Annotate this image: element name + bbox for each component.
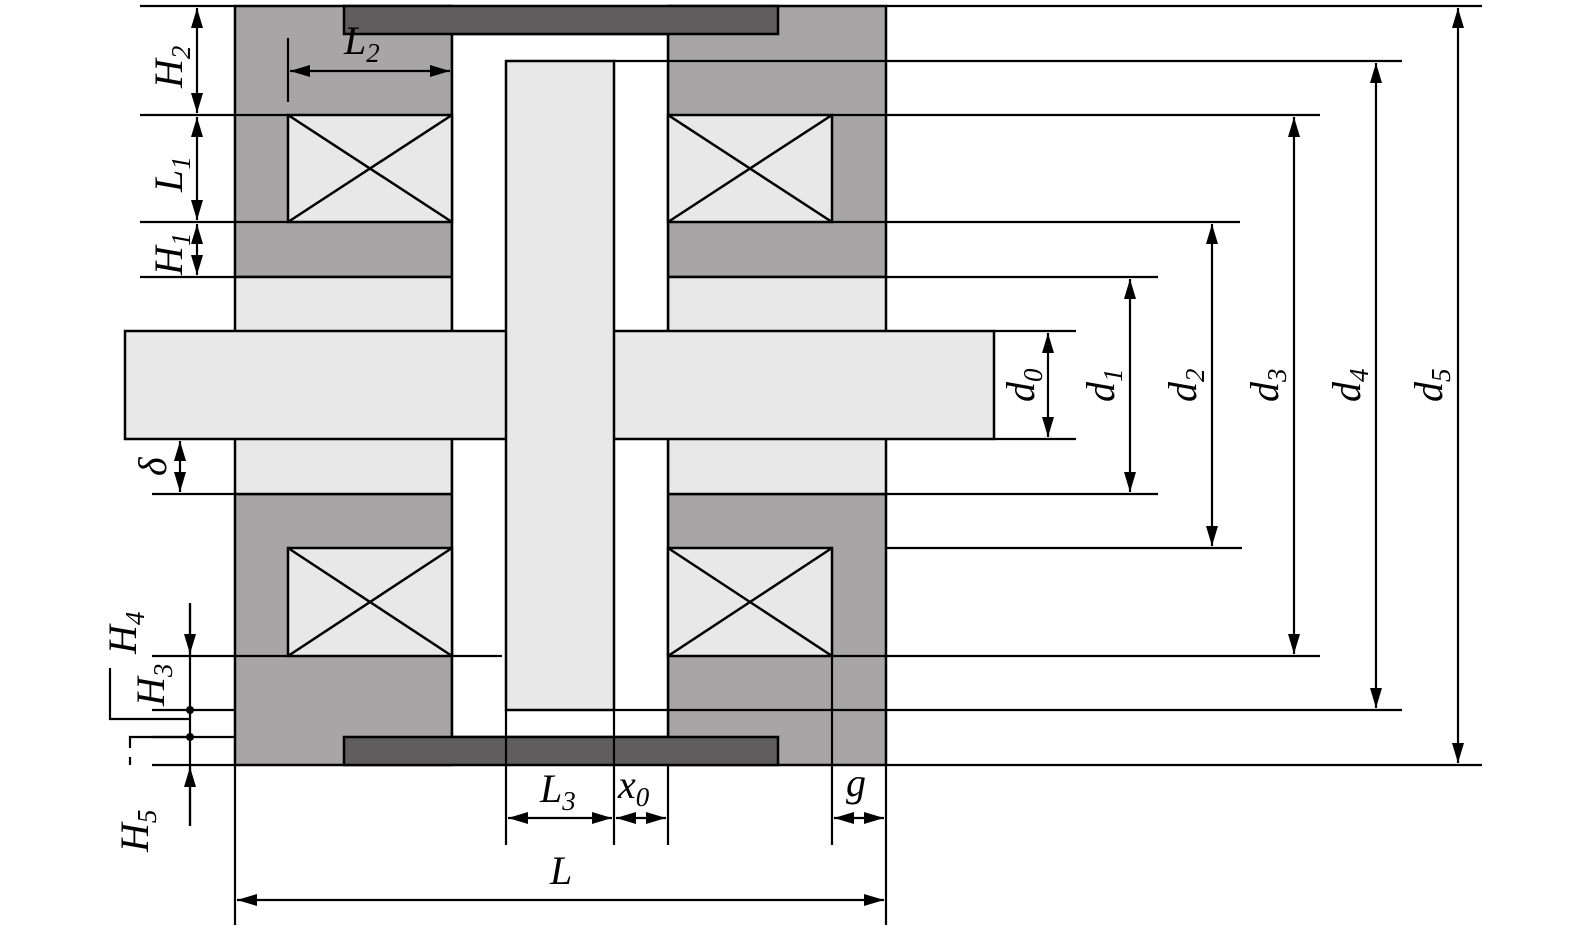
label-d2: d2 xyxy=(1160,369,1210,403)
junction-dot-h5 xyxy=(186,733,194,741)
magnet-bar-top xyxy=(342,4,780,36)
coil-top-right xyxy=(666,113,834,224)
junction-dot-h3 xyxy=(186,706,194,714)
label-d1: d1 xyxy=(1078,369,1128,403)
coil-top-left xyxy=(286,113,454,224)
label-delta: δ xyxy=(130,456,175,476)
label-d3: d3 xyxy=(1242,369,1292,403)
label-H1: H1 xyxy=(146,233,196,276)
label-L2: L2 xyxy=(343,18,380,68)
label-g: g xyxy=(846,760,866,805)
coils xyxy=(286,113,834,658)
label-d4: d4 xyxy=(1324,369,1374,403)
coil-bottom-left xyxy=(286,546,454,658)
coil-bottom-right xyxy=(666,546,834,658)
label-H5: H5 xyxy=(112,810,162,853)
label-L1: L1 xyxy=(146,156,196,193)
extension-lines xyxy=(108,4,1482,925)
label-d5: d5 xyxy=(1406,369,1456,403)
label-H2: H2 xyxy=(146,46,196,89)
magnet-bar-bottom xyxy=(342,735,780,767)
label-H4: H4 xyxy=(100,612,150,655)
label-L: L xyxy=(549,848,572,893)
armature-disc xyxy=(504,59,616,712)
dimension-arrows xyxy=(174,8,1464,906)
label-x0: x0 xyxy=(617,762,650,812)
label-L3: L3 xyxy=(539,766,576,816)
label-d0: d0 xyxy=(998,368,1048,402)
label-H3: H3 xyxy=(128,664,178,707)
